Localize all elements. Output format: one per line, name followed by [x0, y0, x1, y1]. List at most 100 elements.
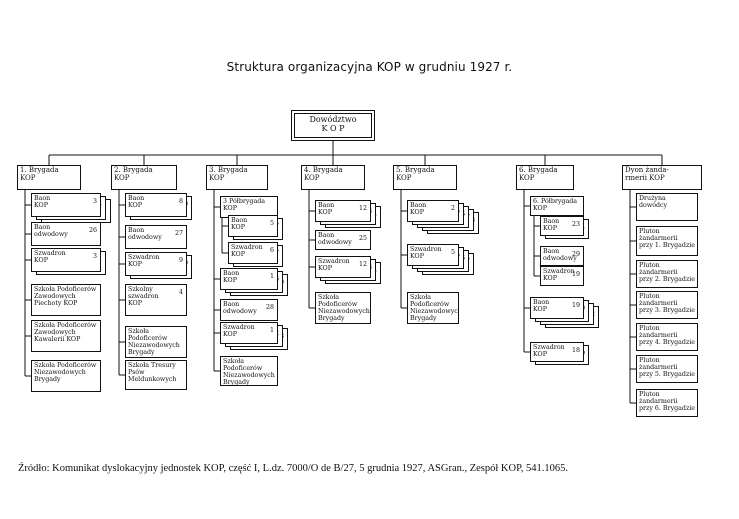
unit-number: 1	[269, 273, 274, 280]
unit-number: 29	[571, 251, 580, 258]
unit-number: 25	[358, 235, 367, 242]
unit-number: 27	[174, 230, 183, 237]
unit-number: 12	[358, 205, 367, 212]
unit-number: 4	[178, 289, 183, 296]
unit-number: 2	[450, 205, 455, 212]
unit-number: 5	[450, 249, 455, 256]
unit-number: 9	[178, 257, 183, 264]
diagram-title: Struktura organizacyjna KOP w grudniu 19…	[226, 60, 513, 74]
unit-number: 18	[571, 347, 580, 354]
unit-number: 3	[92, 198, 97, 205]
brigade-header: Dyon żanda-rmerii KOP	[622, 165, 702, 190]
unit-number: 6	[269, 247, 274, 254]
unit-number: 3	[92, 253, 97, 260]
unit-number: 26	[88, 227, 97, 234]
unit-number: 23	[571, 221, 580, 228]
source-note: Źródło: Komunikat dyslokacyjny jednostek…	[18, 463, 569, 474]
unit-number: 1	[269, 327, 274, 334]
unit-number: 19	[571, 302, 580, 309]
unit-number: 8	[178, 198, 183, 205]
unit-number: 12	[358, 261, 367, 268]
unit-number: 19	[571, 271, 580, 278]
